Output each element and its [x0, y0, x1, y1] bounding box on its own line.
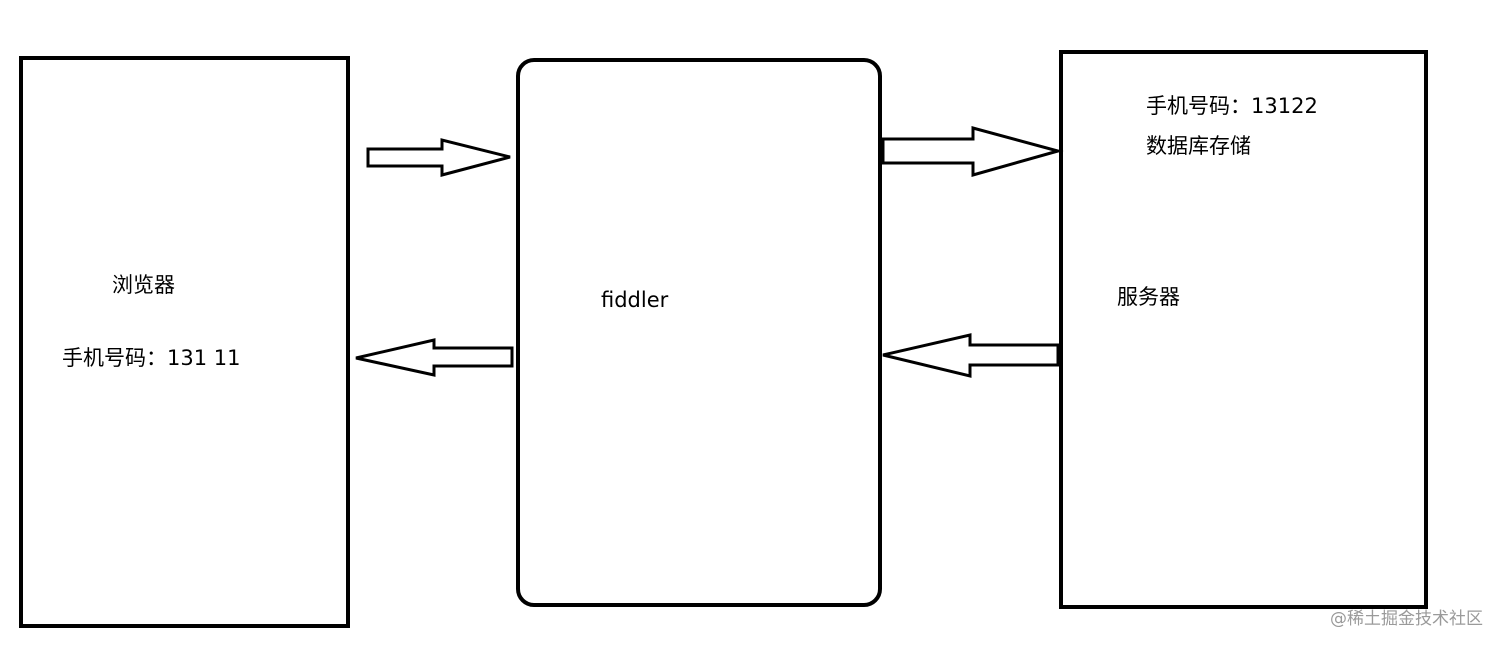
server-storage: 数据库存储 [1146, 134, 1251, 158]
arrow-fiddler-to-browser [355, 338, 514, 377]
arrow-server-to-fiddler [882, 333, 1060, 378]
browser-phone: 手机号码：131 11 [62, 346, 241, 370]
watermark: @稀土掘金技术社区 [1330, 609, 1483, 629]
server-box [1059, 50, 1428, 609]
arrow-browser-to-fiddler [366, 138, 511, 177]
browser-box [19, 56, 350, 628]
browser-title: 浏览器 [112, 273, 175, 297]
server-phone: 手机号码：13122 [1146, 94, 1318, 118]
fiddler-title: fiddler [601, 288, 669, 312]
arrow-fiddler-to-server [881, 126, 1064, 177]
server-title: 服务器 [1117, 285, 1180, 309]
fiddler-box [516, 58, 882, 607]
